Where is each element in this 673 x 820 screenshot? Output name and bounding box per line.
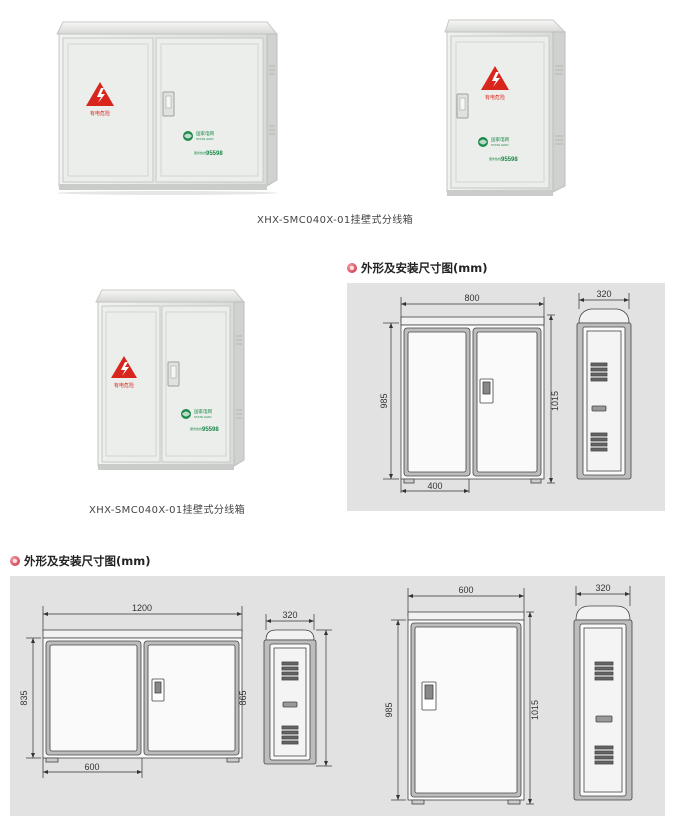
brand-cn: 国家电网 [196, 130, 214, 137]
dimension-drawing-a: 800 400 985 1015 320 [379, 289, 632, 493]
product-photo-single: 有电危险 国家电网 STATE GRID 服务热线 95598 [444, 19, 567, 196]
warning-text: 有电危险 [114, 382, 134, 389]
service-label: 服务热线 [190, 426, 202, 431]
warning-text: 有电危险 [90, 110, 110, 117]
dim-body-height-c: 985 [384, 702, 394, 717]
dimension-drawing-b: 1200 600 835 320 865 [19, 583, 633, 805]
dim-front-width-b: 1200 [132, 603, 152, 613]
warning-sign-icon [111, 356, 137, 378]
bullet-icon [347, 263, 357, 273]
caption-top: XHX-SMC040X-01挂壁式分线箱 [257, 215, 414, 226]
hotline-number: 95598 [202, 427, 219, 433]
state-grid-logo-icon [478, 137, 488, 147]
section-title-b-text: 外形及安装尺寸图(mm) [24, 554, 151, 568]
caption-middle: XHX-SMC040X-01挂壁式分线箱 [89, 505, 246, 516]
brand-en: STATE GRID [196, 137, 214, 141]
product-photo-double-large: 有电危险 国家电网 STATE GRID 服务热线 95598 [56, 21, 279, 195]
section-title-a-text: 外形及安装尺寸图(mm) [361, 261, 488, 275]
hotline-number: 95598 [501, 157, 518, 163]
hotline-number: 95598 [206, 151, 223, 157]
warning-text: 有电危险 [485, 94, 505, 101]
dim-side-depth-c: 320 [595, 583, 610, 593]
state-grid-logo-icon [181, 409, 191, 419]
dim-total-height: 1015 [550, 391, 560, 411]
dim-front-width-c: 600 [458, 585, 473, 595]
service-label: 服务热线 [489, 156, 501, 161]
dim-front-width: 800 [464, 293, 479, 303]
bullet-icon [10, 556, 20, 566]
warning-sign-icon [481, 66, 509, 90]
dim-side-depth: 320 [596, 289, 611, 299]
brand-cn: 国家电网 [194, 408, 212, 415]
product-photo-double-medium: 有电危险 国家电网 STATE GRID 服务热线 95598 [95, 289, 246, 470]
dim-total-height-b: 865 [238, 690, 248, 705]
dim-side-depth-b: 320 [282, 610, 297, 620]
service-label: 服务热线 [194, 150, 206, 155]
brand-cn: 国家电网 [491, 136, 509, 143]
dim-half-width: 400 [427, 481, 442, 491]
brand-en: STATE GRID [491, 143, 509, 147]
warning-sign-icon [86, 82, 114, 106]
section-title-a: 外形及安装尺寸图(mm) [347, 260, 487, 276]
state-grid-logo-icon [183, 131, 193, 141]
dim-total-height-c: 1015 [530, 700, 540, 720]
dim-half-width-b: 600 [84, 762, 99, 772]
brand-en: STATE GRID [194, 415, 212, 419]
section-title-b: 外形及安装尺寸图(mm) [10, 553, 150, 569]
dim-body-height: 985 [379, 393, 389, 408]
dim-body-height-b: 835 [19, 690, 29, 705]
